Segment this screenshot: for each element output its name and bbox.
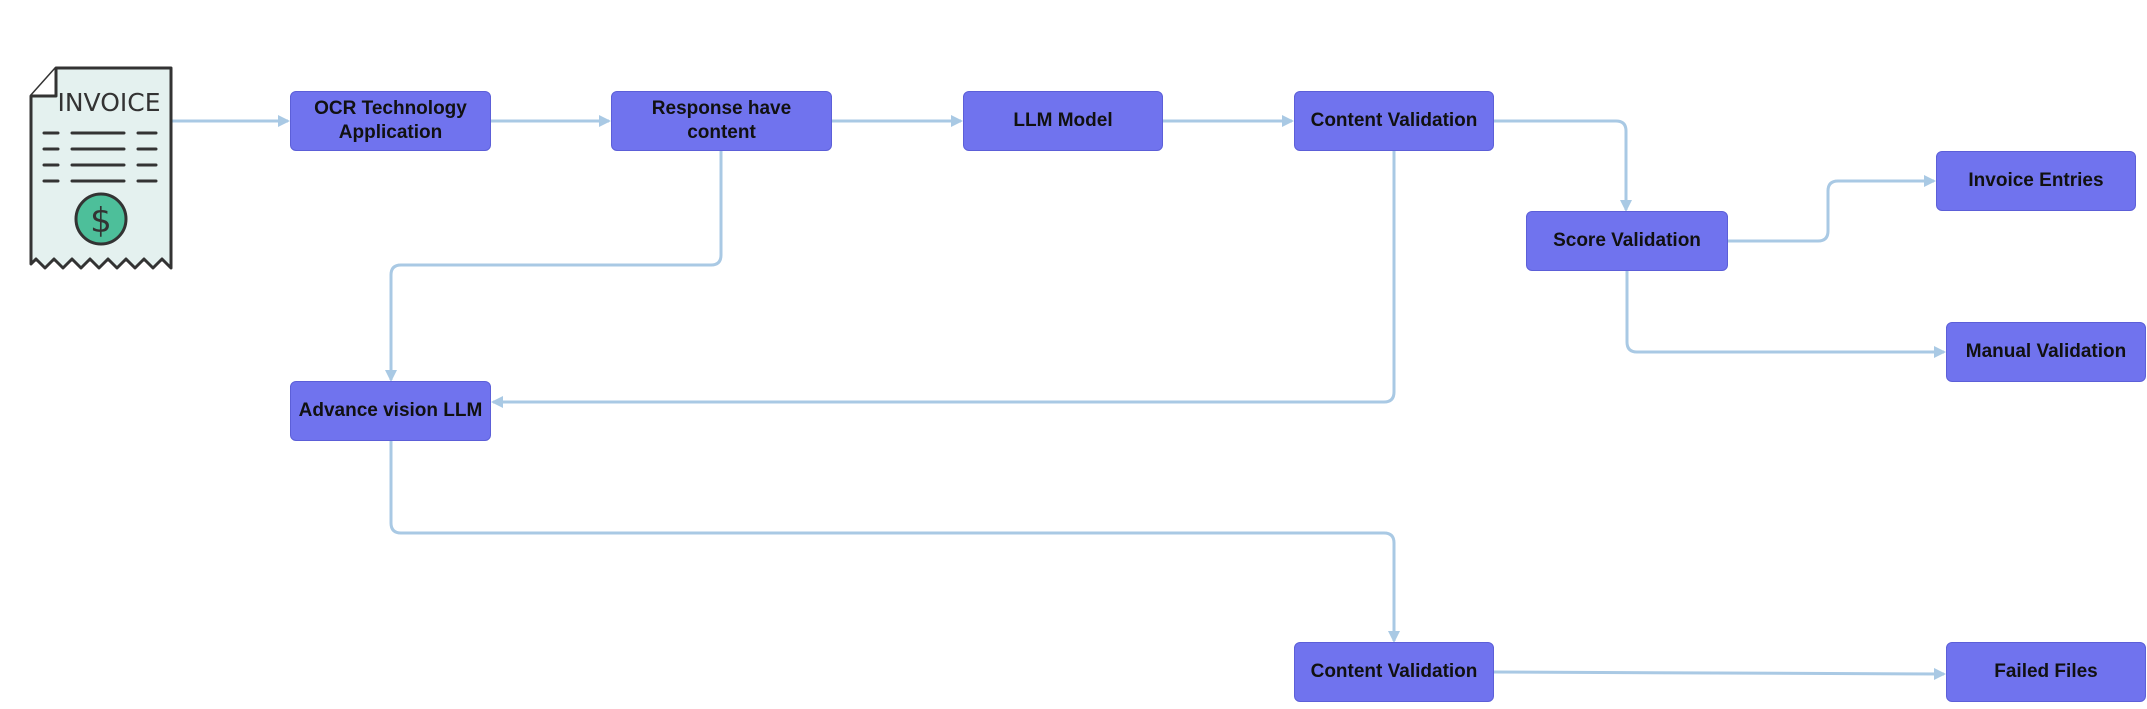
connector-content-validation-to-failed-files xyxy=(1493,667,1946,680)
connector-advance-vision-to-content-validation xyxy=(389,441,1400,643)
dollar-coin-icon xyxy=(74,192,128,246)
node-manual-validation: Manual Validation xyxy=(1946,322,2146,382)
node-label: LLM Model xyxy=(1013,110,1113,131)
dollar-symbol: $ xyxy=(90,201,112,241)
node-label: Invoice Entries xyxy=(1968,170,2104,191)
invoice-document-icon: INVOICE $ xyxy=(29,66,173,270)
node-invoice-entries: Invoice Entries xyxy=(1936,151,2136,211)
node-ocr-technology-application: OCR Technology Application xyxy=(290,91,491,151)
node-response-have-content: Response have content xyxy=(611,91,832,151)
node-label: Content Validation xyxy=(1310,661,1478,682)
connector-content-validation-to-advance-vision xyxy=(491,150,1396,408)
node-llm-model: LLM Model xyxy=(963,91,1163,151)
node-label: Failed Files xyxy=(1994,661,2098,682)
node-label: Score Validation xyxy=(1553,230,1701,251)
node-content-validation-bottom: Content Validation xyxy=(1294,642,1494,702)
node-label: Manual Validation xyxy=(1965,341,2127,362)
node-label: OCR Technology Application xyxy=(314,98,467,143)
node-score-validation: Score Validation xyxy=(1526,211,1728,271)
connector-response-to-advance-vision xyxy=(385,150,723,382)
node-advance-vision-llm: Advance vision LLM xyxy=(290,381,491,441)
invoice-label: INVOICE xyxy=(57,88,160,117)
node-label: Content Validation xyxy=(1310,110,1478,131)
connector-content-validation-to-score xyxy=(1494,119,1632,212)
node-label: Advance vision LLM xyxy=(298,400,483,421)
connector-score-to-manual-validation xyxy=(1625,270,1946,358)
node-content-validation-top: Content Validation xyxy=(1294,91,1494,151)
node-label: Response have content xyxy=(651,98,792,143)
invoice-lines-icon xyxy=(42,131,158,183)
node-failed-files: Failed Files xyxy=(1946,642,2146,702)
connector-score-to-invoice-entries xyxy=(1728,175,1936,243)
